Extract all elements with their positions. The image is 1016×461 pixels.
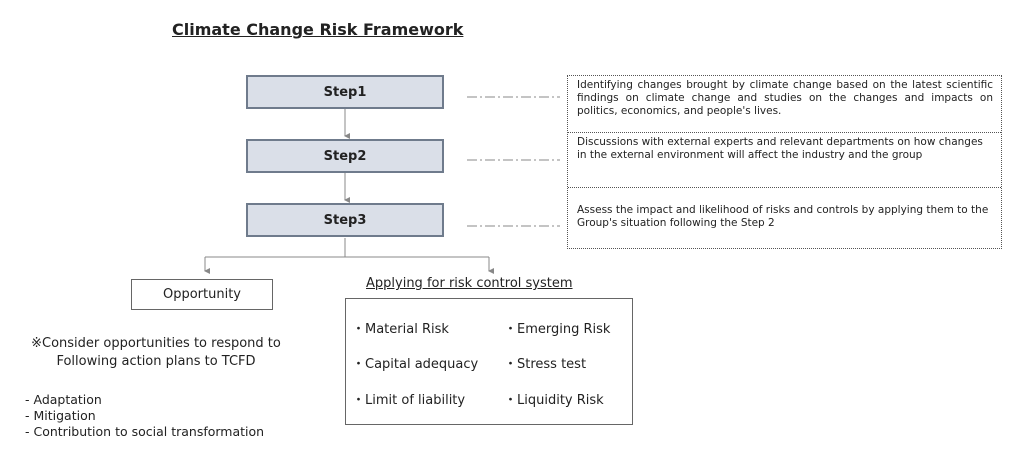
step3-description: Assess the impact and likelihood of risk…	[577, 204, 989, 229]
step1-description: Identifying changes brought by climate c…	[568, 76, 1001, 133]
risk-item-limit-of-liability: ・Limit of liability	[352, 393, 466, 408]
action-plan-item: - Mitigation	[25, 408, 96, 423]
diagram-title: Climate Change Risk Framework	[172, 20, 464, 39]
step2-label: Step2	[323, 148, 367, 164]
risk-control-box: ・Material Risk ・Emerging Risk ・Capital a…	[345, 298, 633, 425]
step1-label: Step1	[323, 84, 367, 100]
opportunity-box: Opportunity	[131, 279, 273, 310]
action-plan-item: - Contribution to social transformation	[25, 424, 265, 439]
step1-box: Step1	[246, 75, 444, 109]
step2-description: Discussions with external experts and re…	[568, 133, 1001, 188]
step3-label: Step3	[323, 212, 367, 228]
opportunity-note-line2: Following action plans to TCFD	[56, 354, 256, 369]
step-descriptions-panel: Identifying changes brought by climate c…	[567, 75, 1002, 249]
risk-item-stress-test: ・Stress test	[504, 357, 587, 372]
opportunity-note-line1: ※Consider opportunities to respond to	[31, 336, 281, 351]
risk-item-capital-adequacy: ・Capital adequacy	[352, 357, 479, 372]
action-plan-item: - Adaptation	[25, 392, 102, 407]
opportunity-label: Opportunity	[162, 287, 241, 302]
step2-box: Step2	[246, 139, 444, 173]
risk-item-material: ・Material Risk	[352, 322, 449, 337]
risk-item-emerging: ・Emerging Risk	[504, 322, 611, 337]
opportunity-note: ※Consider opportunities to respond to Fo…	[6, 335, 306, 371]
risk-item-liquidity: ・Liquidity Risk	[504, 393, 604, 408]
action-plan-list: - Adaptation - Mitigation - Contribution…	[25, 392, 264, 440]
step3-box: Step3	[246, 203, 444, 237]
risk-control-title: Applying for risk control system	[366, 276, 573, 291]
